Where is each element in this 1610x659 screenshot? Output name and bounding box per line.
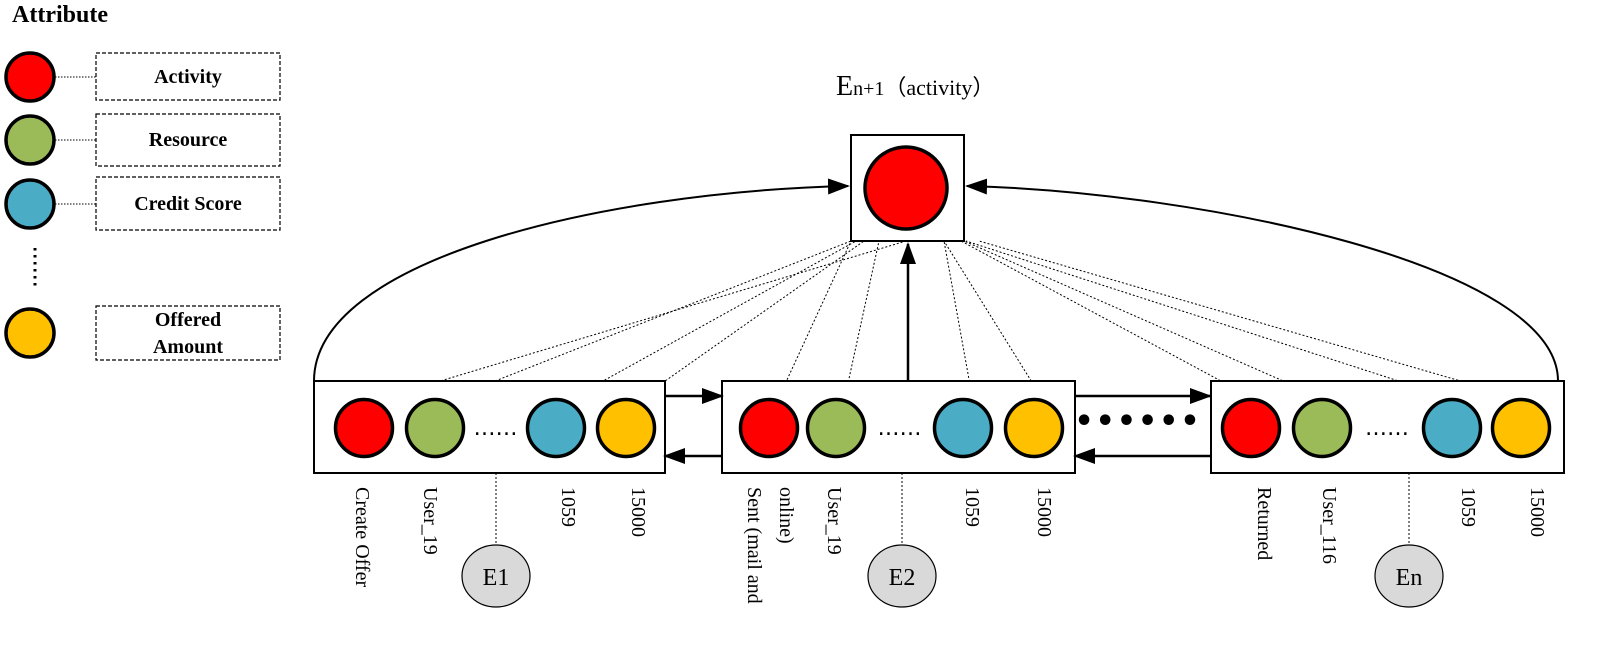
attention-line (843, 240, 880, 402)
event-badge (867, 544, 937, 608)
offered-amount-circle-icon (1490, 397, 1552, 459)
target-node: En+1（activity） (836, 71, 994, 242)
legend-item-offered-amount: Offered Amount (4, 305, 281, 361)
attention-line (965, 240, 1463, 402)
target-label-main: E (836, 71, 853, 102)
attribute-value-label: User_19 (823, 487, 845, 555)
inner-ellipsis: …… (474, 416, 518, 441)
attribute-value-label: 15000 (1033, 487, 1055, 537)
attention-line (442, 240, 852, 402)
attribute-value-label: online) (775, 487, 797, 544)
long-range-arc-right (965, 178, 1559, 382)
resource-circle-icon (805, 397, 867, 459)
attention-line (943, 240, 974, 402)
legend: Attribute Activity Resource Credit Score (4, 2, 281, 361)
legend-label-box (95, 305, 281, 361)
legend-label-line: Amount (153, 336, 223, 358)
resource-circle-icon (404, 397, 466, 459)
sequence-arrows: •••••• (663, 388, 1212, 464)
legend-label-line: Offered (155, 309, 221, 331)
attention-lines (371, 240, 1532, 402)
resource-circle-icon (4, 114, 56, 166)
inner-ellipsis: …… (878, 416, 922, 441)
long-range-arc-left (313, 178, 850, 382)
legend-label: Credit Score (134, 193, 242, 215)
event-badge-label: En (1396, 565, 1423, 591)
attention-line (371, 240, 907, 402)
legend-label-box (95, 113, 281, 167)
credit-score-circle-icon (4, 178, 56, 230)
credit-score-circle-icon (1421, 397, 1483, 459)
legend-label: Activity (154, 66, 222, 88)
between-ellipsis: •••••• (1074, 404, 1201, 439)
attribute-value-label: Sent (mail and (743, 487, 765, 604)
attention-line (635, 240, 865, 402)
legend-item-activity: Activity (4, 51, 281, 103)
attention-line (978, 240, 1532, 402)
attribute-value-label: 1059 (557, 487, 579, 527)
attribute-value-label: User_19 (419, 487, 441, 555)
credit-score-circle-icon (932, 397, 994, 459)
attribute-value-label: 1059 (961, 487, 983, 527)
event-badge (461, 544, 531, 608)
event-badge-label: E1 (483, 565, 510, 591)
legend-item-credit-score: Credit Score (4, 176, 281, 231)
offered-amount-circle-icon (595, 397, 657, 459)
legend-title: Attribute (12, 2, 108, 28)
legend-label-box (95, 52, 281, 101)
attribute-value-label: Returned (1253, 487, 1275, 560)
target-label-sub: n+1 (853, 78, 884, 100)
attribute-value-label: User_116 (1318, 487, 1340, 564)
activity-circle-icon (4, 51, 56, 103)
credit-score-circle-icon (525, 397, 587, 459)
attribute-value-label: 15000 (1526, 487, 1548, 537)
target-label: En+1（activity） (836, 71, 994, 102)
target-activity-circle-icon (863, 145, 949, 231)
legend-label-box (95, 176, 281, 231)
activity-circle-icon (738, 397, 800, 459)
attention-line (565, 240, 857, 402)
target-label-suffix: （activity） (884, 75, 994, 100)
event-badge (1374, 544, 1444, 608)
attention-line (960, 240, 1260, 402)
attention-line (963, 240, 1331, 402)
inner-ellipsis: …… (1365, 416, 1409, 441)
offered-amount-circle-icon (1003, 397, 1065, 459)
activity-circle-icon (1220, 397, 1282, 459)
attribute-value-label: 1059 (1457, 487, 1479, 527)
attention-line (776, 240, 852, 402)
legend-item-resource: Resource (4, 113, 281, 167)
offered-amount-circle-icon (4, 307, 56, 359)
legend-label: Resource (149, 129, 228, 151)
resource-circle-icon (1291, 397, 1353, 459)
activity-circle-icon (333, 397, 395, 459)
event-e2: …… Sent (mail and online) User_19 1059 15000E… (721, 380, 1076, 608)
attention-line (943, 240, 1045, 402)
event-badge-label: E2 (889, 565, 916, 591)
attribute-value-label: 15000 (627, 487, 649, 537)
attribute-value-label: Create Offer (351, 487, 373, 587)
